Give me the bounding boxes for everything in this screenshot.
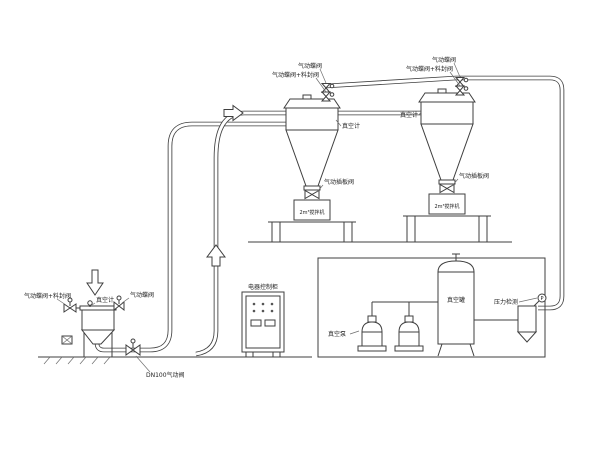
control-cabinet bbox=[241, 291, 285, 358]
cyclone2-cone bbox=[420, 123, 474, 181]
cyclone-separator-2 bbox=[403, 62, 491, 243]
vacuum-pump-1 bbox=[357, 302, 387, 352]
cyclone1-lid bbox=[283, 98, 341, 109]
label-vacuum-tank: 真空罐 bbox=[447, 296, 465, 304]
label-feeder-valve-combo: 气动蝶阀+料封阀 bbox=[24, 292, 71, 300]
feeder-left-valve-icon bbox=[63, 297, 80, 313]
label-cyclone1-valve: 气动蝶阀 bbox=[298, 62, 322, 70]
label-cyclone1-gate-valve: 气动插板阀 bbox=[324, 178, 354, 186]
cyclone2-body bbox=[420, 101, 474, 125]
material-inlet-arrow-icon bbox=[86, 269, 104, 296]
vacuum-pump-2 bbox=[394, 302, 424, 352]
filter-vessel bbox=[516, 293, 547, 343]
flow-up-arrow-icon bbox=[206, 244, 226, 267]
conveying-pipe-1 bbox=[94, 121, 288, 353]
label-vacuum-pump: 真空泵 bbox=[328, 330, 346, 338]
pump-station-enclosure bbox=[317, 257, 546, 358]
feeder-cone bbox=[80, 329, 116, 345]
label-cyclone2-valve-combo: 气动蝶阀+料封阀 bbox=[406, 65, 453, 73]
label-control-cabinet: 电器控制柜 bbox=[248, 283, 278, 291]
dn100-valve-icon bbox=[125, 338, 151, 373]
pressure-gauge-icon bbox=[537, 293, 547, 303]
label-cyclone1-base: 2m³搅拌机 bbox=[299, 209, 324, 216]
feeder-right-valve-icon bbox=[113, 295, 125, 312]
label-dn100-valve: DN100气动阀 bbox=[146, 371, 185, 379]
feeder-hopper bbox=[61, 269, 125, 357]
vacuum-tank bbox=[437, 253, 475, 357]
cyclone2-lid bbox=[418, 92, 476, 103]
cyclone1-stand bbox=[293, 199, 331, 221]
cyclone2-stand bbox=[428, 193, 466, 215]
cyclone1-body bbox=[285, 107, 339, 131]
cyclone2-inlet-valves-icon bbox=[454, 77, 469, 96]
ground-line bbox=[38, 356, 312, 365]
label-cyclone2-gauge: 真空计 bbox=[400, 111, 418, 119]
feeder-lid bbox=[79, 305, 117, 311]
vacuum-gauge-symbol bbox=[87, 300, 93, 306]
label-cyclone1-gauge: 真空计 bbox=[342, 122, 360, 130]
cyclone1-cone bbox=[285, 129, 339, 187]
label-feeder-gauge: 真空计 bbox=[96, 296, 114, 304]
label-gauge-letter: P bbox=[540, 296, 543, 302]
label-feeder-valve: 气动蝶阀 bbox=[130, 291, 154, 299]
label-cyclone2-gate-valve: 气动插板阀 bbox=[459, 172, 489, 180]
label-cyclone2-base: 2m³搅拌机 bbox=[434, 203, 459, 210]
feeder-body bbox=[81, 309, 115, 331]
label-pressure-detection: 压力检测 bbox=[494, 298, 518, 306]
cyclone1-inlet-valves-icon bbox=[320, 83, 335, 102]
label-cyclone2-valve: 气动蝶阀 bbox=[432, 56, 456, 64]
cyclone-separator-1 bbox=[268, 68, 356, 243]
flow-right-arrow-icon bbox=[223, 104, 244, 122]
label-cyclone1-valve-combo: 气动蝶阀+料封阀 bbox=[272, 71, 319, 79]
